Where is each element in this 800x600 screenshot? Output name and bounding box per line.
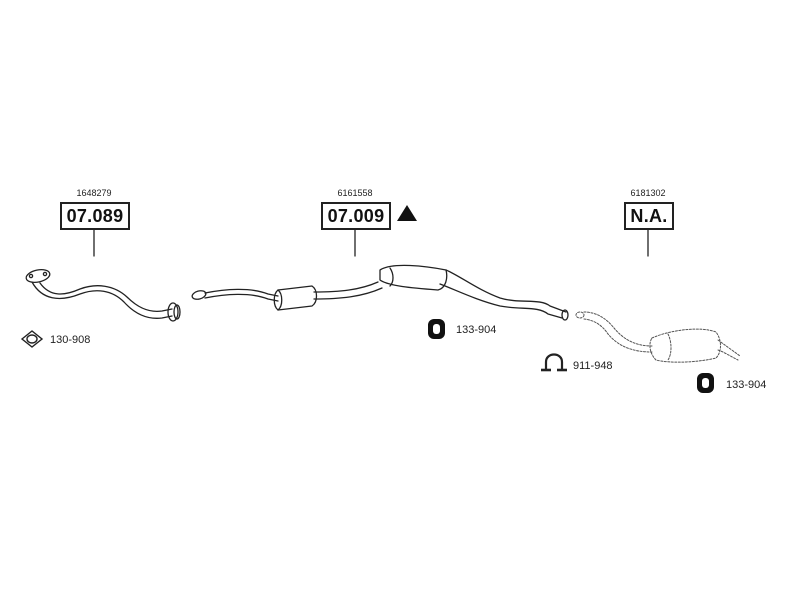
rear-silencer-part — [575, 311, 741, 363]
rubber-mount-icon — [697, 373, 714, 393]
accessory-label-rubber-mount-2[interactable]: 133-904 — [726, 379, 767, 391]
oe-number-rear-silencer: 6181302 — [630, 188, 666, 198]
accessory-label-rubber-mount-1[interactable]: 133-904 — [456, 324, 497, 336]
front-pipe-part — [25, 268, 181, 322]
rubber-mount-icon — [428, 319, 445, 339]
code-box-front-pipe[interactable]: 07.089 — [60, 202, 130, 230]
accessory-label-clamp[interactable]: 911-948 — [573, 360, 613, 372]
gasket-icon — [20, 330, 44, 348]
code-box-middle-silencer[interactable]: 07.009 — [321, 202, 391, 230]
clamp-icon — [541, 353, 567, 372]
oe-number-front-pipe: 1648279 — [76, 188, 112, 198]
triangle-icon — [397, 205, 417, 221]
accessory-label-gasket[interactable]: 130-908 — [50, 334, 91, 346]
oe-number-middle-silencer: 6161558 — [337, 188, 373, 198]
middle-silencer-part — [191, 264, 569, 321]
code-box-rear-silencer[interactable]: N.A. — [624, 202, 674, 230]
